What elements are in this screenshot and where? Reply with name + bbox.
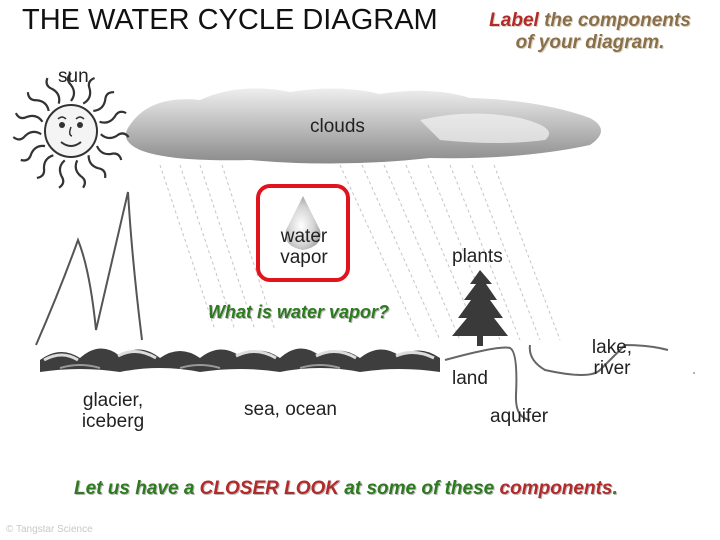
page-title: THE WATER CYCLE DIAGRAM <box>22 4 438 36</box>
aquifer-outline <box>444 343 669 421</box>
label-river: river <box>593 358 631 379</box>
water-vapor-highlight-box <box>256 184 350 282</box>
label-glacier-iceberg: glacier, iceberg <box>70 390 156 432</box>
banner-part3: at some of these <box>339 478 500 499</box>
banner-components: components <box>499 478 613 499</box>
label-land: land <box>452 368 488 389</box>
instruction-emphasis: Label <box>489 10 539 31</box>
label-lake: lake, <box>591 337 633 358</box>
label-lake-river: lake, river <box>586 337 638 379</box>
label-clouds: clouds <box>310 116 365 137</box>
instruction-text: Label the components of your diagram. <box>470 10 710 54</box>
speck <box>693 372 695 374</box>
label-iceberg: iceberg <box>81 411 145 432</box>
water-drop-icon <box>285 196 321 250</box>
water-vapor-question: What is water vapor? <box>208 302 390 322</box>
label-plants: plants <box>452 246 503 267</box>
label-water-vapor: water vapor <box>262 226 346 268</box>
instruction-line1: the components <box>538 10 691 31</box>
credit-text: © Tangstar Science <box>6 524 93 535</box>
banner-part1: Let us have a <box>74 478 200 499</box>
label-sea-ocean: sea, ocean <box>244 399 337 420</box>
label-water: water <box>280 226 328 247</box>
instruction-line2: of your diagram. <box>515 32 665 53</box>
mountain <box>35 191 143 346</box>
banner-closer-look: CLOSER LOOK <box>199 478 340 499</box>
banner-period: . <box>612 478 618 499</box>
label-aquifer: aquifer <box>490 406 549 427</box>
label-vapor: vapor <box>280 247 328 268</box>
tree-icon <box>452 270 508 346</box>
closer-look-banner: Let us have a CLOSER LOOK at some of the… <box>74 478 618 500</box>
sun-icon <box>12 72 130 189</box>
sea-waves <box>40 348 440 372</box>
label-glacier: glacier, <box>82 390 144 411</box>
cloud <box>125 88 601 164</box>
label-sun: sun <box>58 66 89 87</box>
